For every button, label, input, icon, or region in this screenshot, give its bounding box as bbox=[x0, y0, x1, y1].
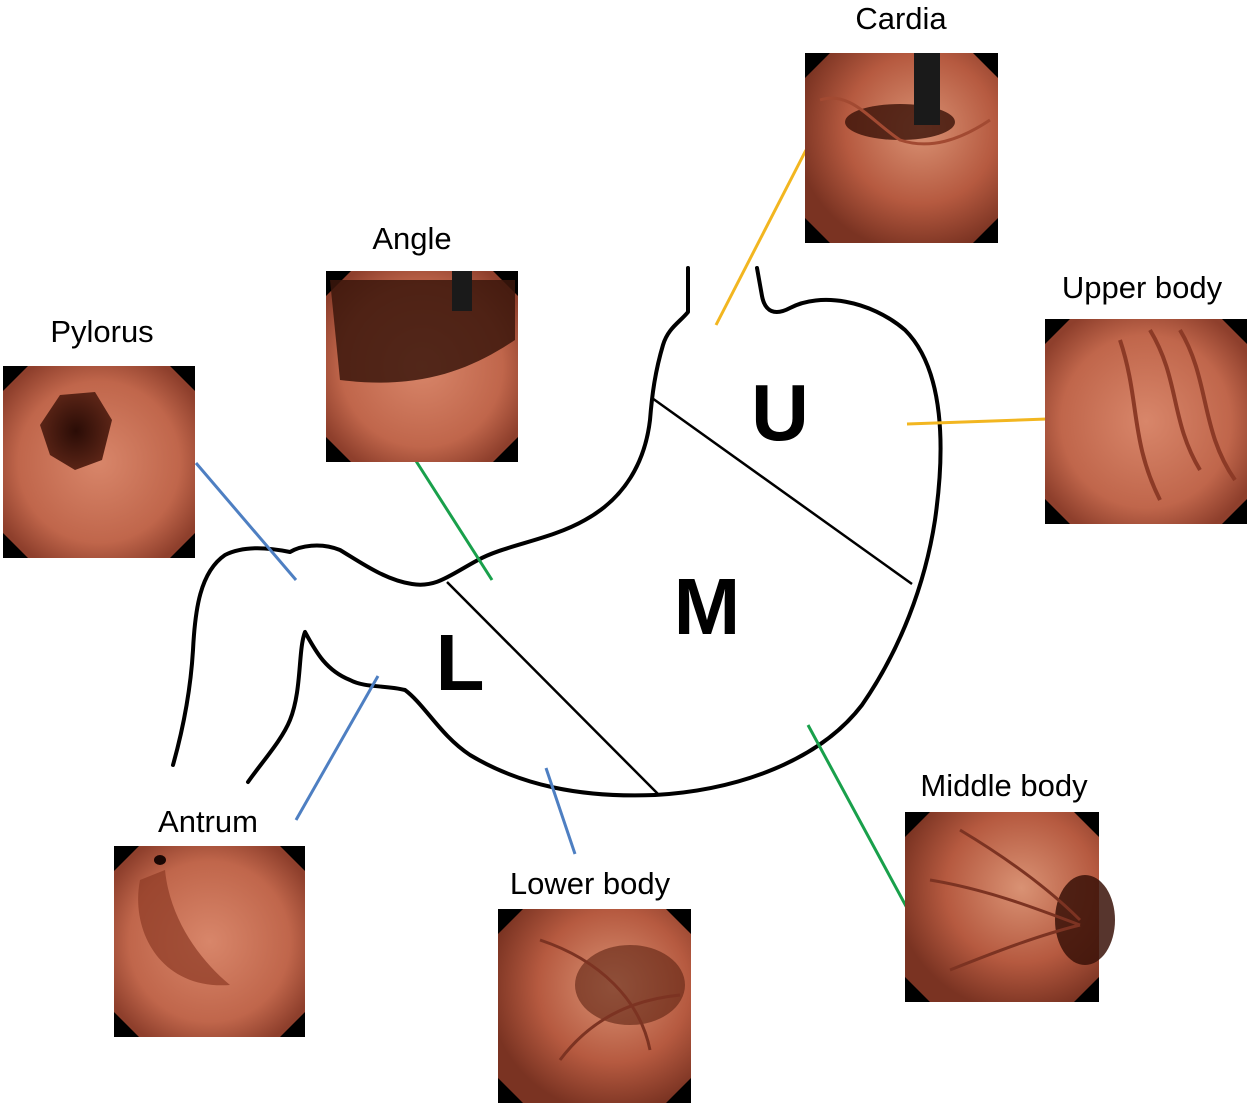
middle-body-label: Middle body bbox=[920, 768, 1088, 803]
middle-body-image bbox=[905, 812, 1115, 1002]
leader-lines bbox=[194, 149, 1048, 909]
middle-body-leader bbox=[806, 724, 909, 909]
upper-body-leader bbox=[906, 417, 1048, 426]
esophagus-left-wall bbox=[171, 266, 690, 767]
pylorus-leader bbox=[194, 462, 298, 581]
antrum-leader bbox=[294, 675, 380, 821]
lower-body-image bbox=[498, 909, 691, 1103]
angle-label: Angle bbox=[372, 221, 451, 256]
upper-body-image bbox=[1045, 319, 1247, 524]
upper-middle-divider bbox=[651, 396, 913, 586]
region-m-label: M bbox=[674, 562, 741, 651]
cardia-label: Cardia bbox=[855, 1, 947, 36]
region-l-label: L bbox=[436, 618, 485, 707]
cardia-image bbox=[805, 53, 998, 243]
lower-body-label: Lower body bbox=[510, 866, 671, 901]
region-u-label: U bbox=[751, 368, 809, 457]
upper-body-label: Upper body bbox=[1062, 270, 1223, 305]
pylorus-image bbox=[3, 366, 195, 558]
pylorus-label: Pylorus bbox=[50, 314, 153, 349]
angle-image bbox=[326, 271, 518, 462]
lower-body-leader bbox=[544, 767, 577, 855]
middle-lower-divider bbox=[446, 581, 660, 796]
angle-leader bbox=[414, 460, 494, 581]
stomach-outline bbox=[171, 266, 943, 798]
cardia-leader bbox=[714, 149, 808, 326]
antrum-label: Antrum bbox=[158, 804, 258, 839]
antrum-image bbox=[114, 846, 305, 1037]
esophagus-right-wall-and-greater-curvature bbox=[246, 266, 943, 798]
